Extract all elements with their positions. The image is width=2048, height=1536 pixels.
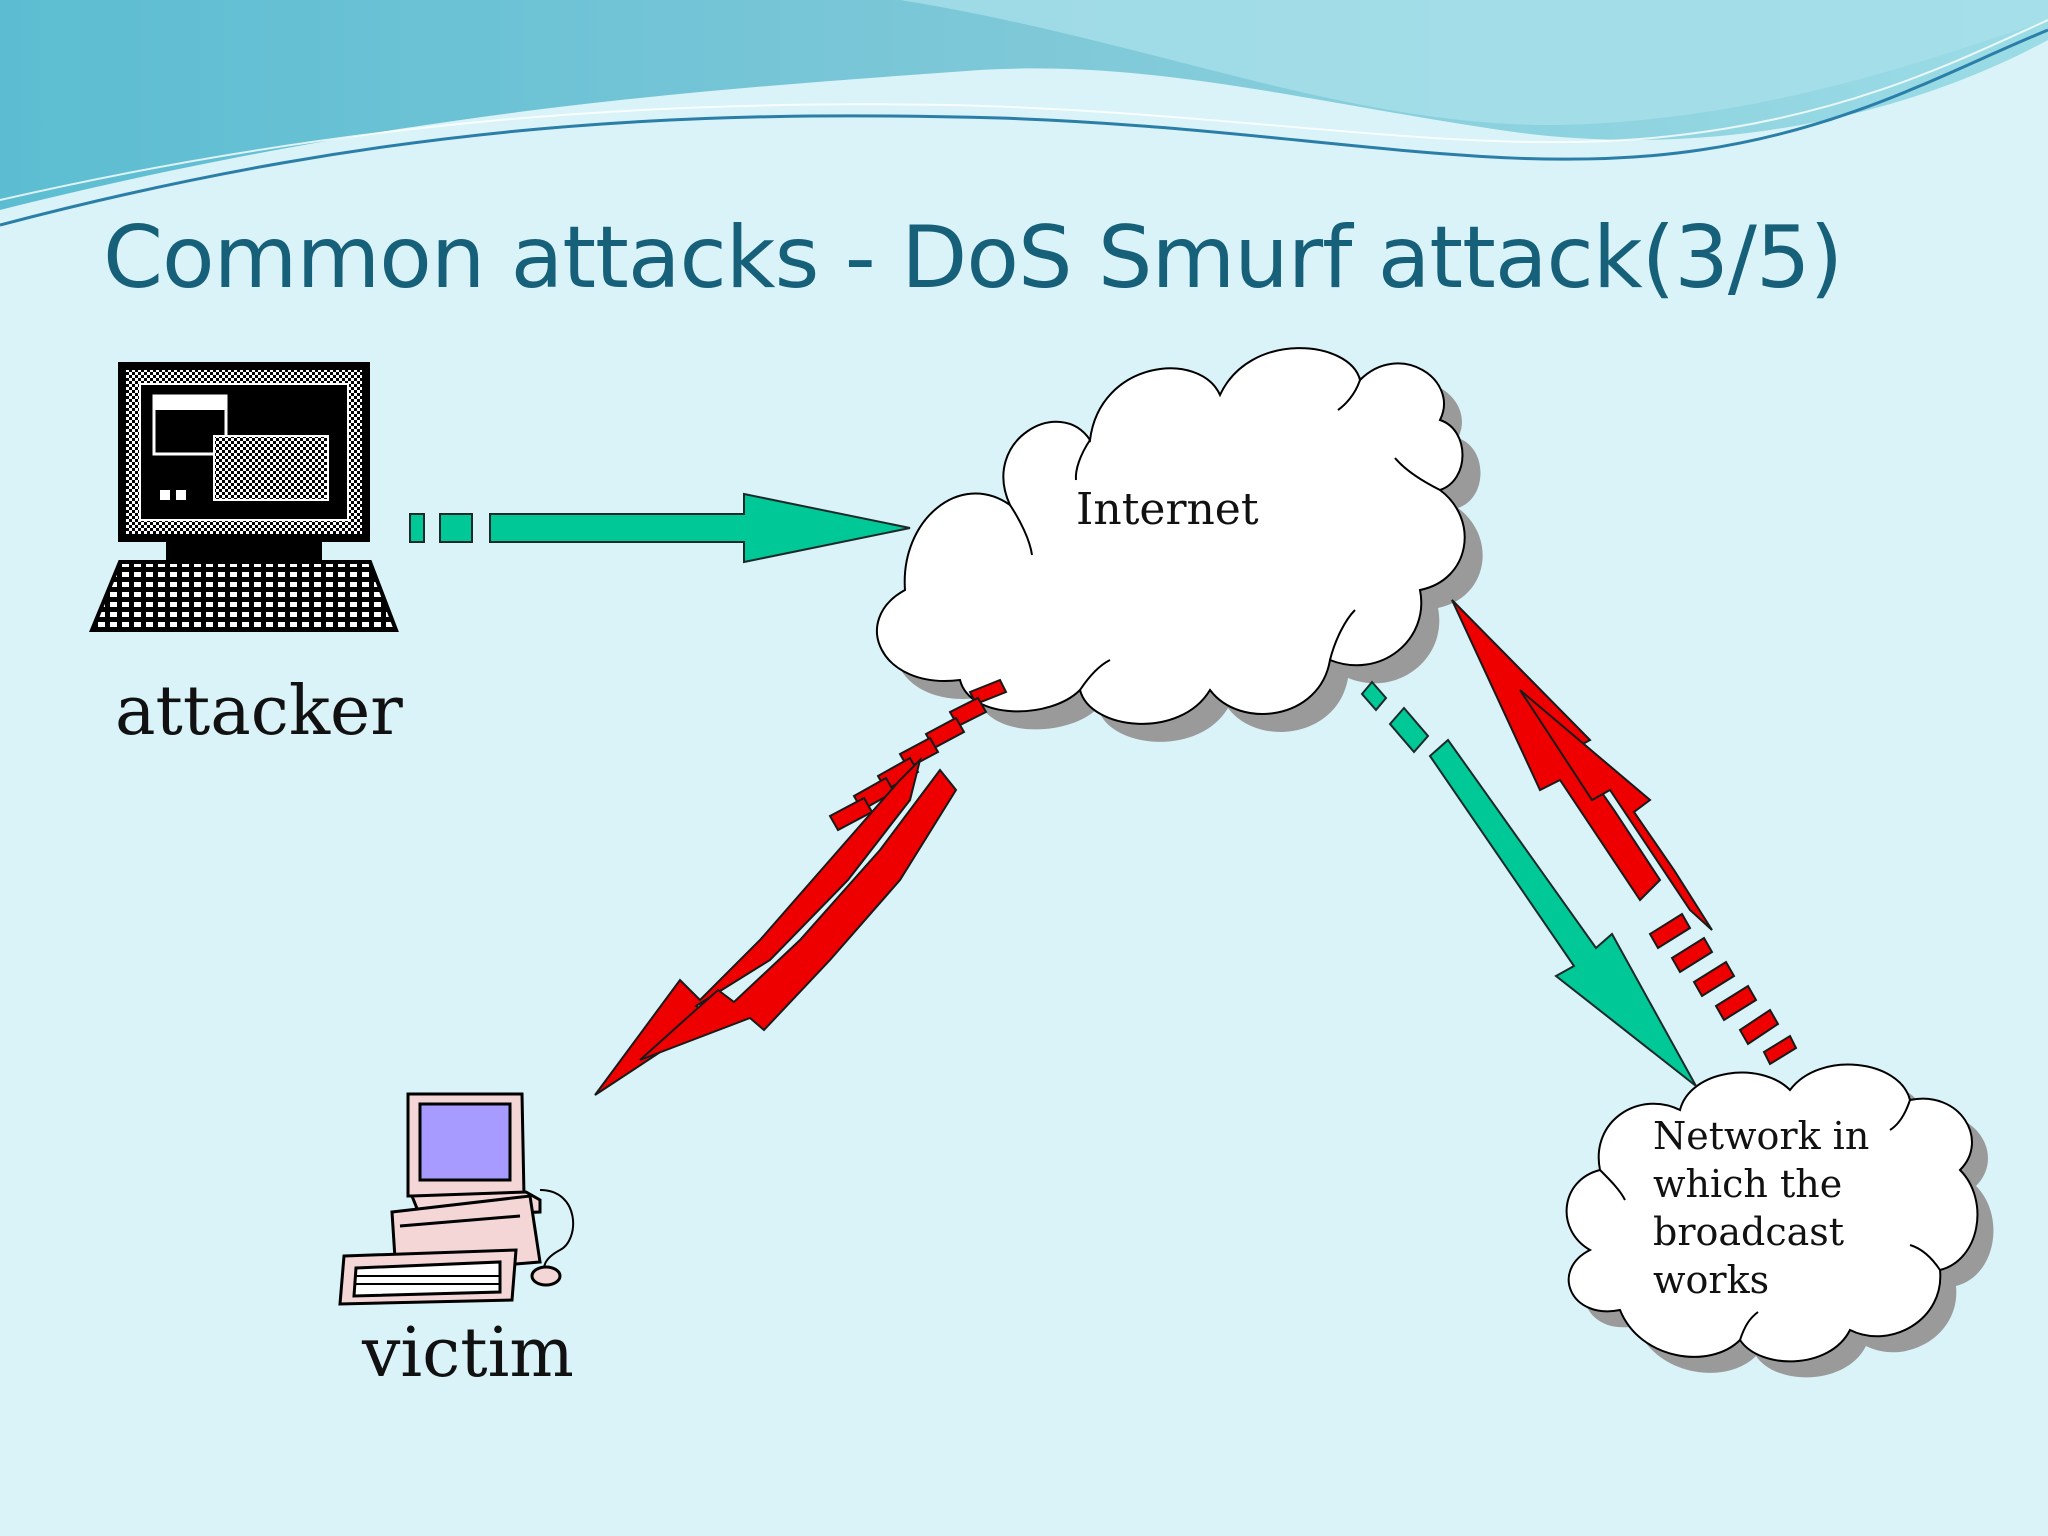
attacker-computer-icon	[89, 362, 399, 632]
internet-label: Internet	[1076, 484, 1259, 535]
attacker-label: attacker	[115, 672, 403, 751]
request-arrow-to-internet	[409, 492, 911, 564]
victim-computer-icon	[338, 1092, 574, 1306]
victim-label: victim	[362, 1314, 574, 1393]
slide-title: Common attacks - DoS Smurf attack(3/5)	[103, 208, 1843, 308]
reply-arrows-from-network	[1451, 599, 1798, 1066]
reply-arrows-to-victim	[594, 678, 1008, 1096]
network-label: Network in which the broadcast works	[1653, 1114, 1870, 1302]
request-arrow-to-network	[1360, 680, 1697, 1087]
internet-cloud	[876, 347, 1483, 742]
broadcast-network-cloud	[1565, 1063, 1994, 1378]
header-wave	[0, 0, 2048, 227]
